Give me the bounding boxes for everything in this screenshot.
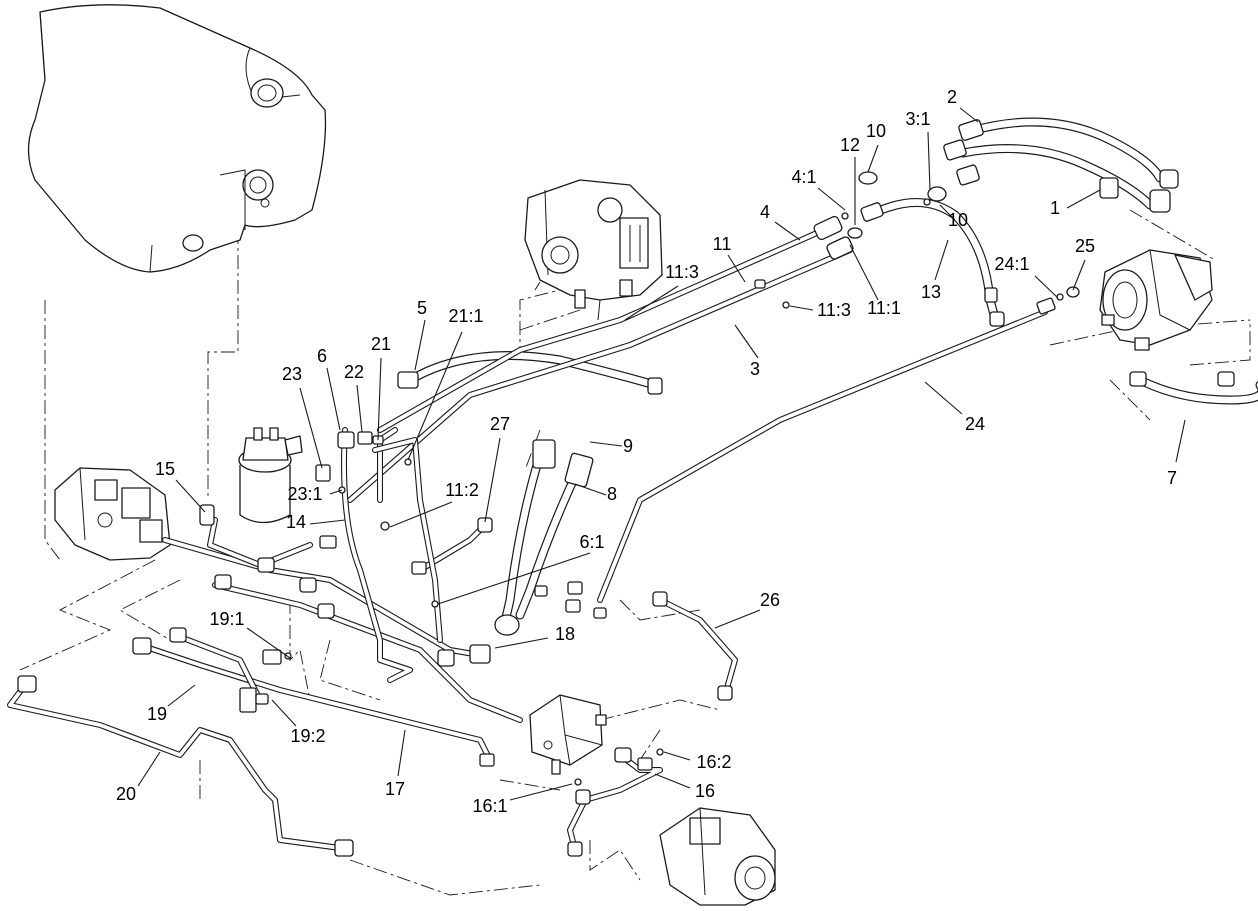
callout-label: 26 (760, 590, 780, 610)
callout-label: 3 (750, 359, 760, 379)
leader-line (789, 305, 814, 311)
callout-label: 11:3 (817, 300, 851, 320)
callout-label: 11:1 (867, 298, 901, 318)
callout-label: 14 (286, 512, 306, 532)
leader-line (389, 501, 453, 528)
leader-line (574, 483, 607, 496)
leader-line (509, 783, 573, 801)
callout-label: 15 (155, 459, 175, 479)
leader-line (959, 107, 979, 123)
leader-line (1072, 259, 1086, 291)
leader-line (934, 239, 949, 281)
leader-line (246, 627, 291, 659)
leader-line (437, 552, 591, 605)
reservoir-tank (27, 4, 327, 273)
fittings (17, 119, 1235, 857)
callout-label: 19:1 (209, 609, 244, 629)
leader-line (175, 479, 206, 513)
leader-line (867, 144, 879, 173)
callout-label: 16:2 (696, 752, 731, 772)
callout-label: 17 (385, 779, 405, 799)
hoses (405, 117, 1258, 627)
leader-line (817, 187, 846, 211)
leader-line (927, 131, 931, 191)
callout-label: 10 (948, 210, 968, 230)
callout-label: 23:1 (287, 484, 322, 504)
leader-line (624, 285, 679, 321)
callout-label: 24 (965, 414, 985, 434)
callout-label: 4 (760, 202, 770, 222)
leader-line (137, 751, 161, 787)
leader-line (167, 684, 196, 707)
leader-line (849, 244, 879, 301)
callout-label: 5 (417, 298, 427, 318)
leader-line (727, 254, 746, 283)
callout-label: 16:1 (472, 796, 507, 816)
leader-line (329, 489, 343, 495)
callout-label: 13 (921, 282, 941, 302)
leader-line (271, 699, 297, 727)
leader-line (924, 381, 963, 415)
callout-label: 25 (1075, 236, 1095, 256)
callout-label: 16 (695, 781, 715, 801)
callout-label: 6 (317, 346, 327, 366)
tubes (7, 222, 1048, 853)
leader-line (484, 437, 501, 523)
callout-label: 10 (866, 121, 886, 141)
leader-line (299, 387, 323, 469)
charge-pump-left (54, 467, 171, 561)
leader-line (663, 751, 691, 761)
callout-label: 1 (1050, 198, 1060, 218)
traction-pump-top (524, 179, 663, 321)
callout-label: 2 (947, 87, 957, 107)
leader-line (1175, 419, 1186, 463)
callout-label: 21:1 (448, 306, 483, 326)
leader-line (734, 324, 759, 359)
callout-label: 22 (344, 362, 364, 382)
callout-label: 18 (555, 624, 575, 644)
leader-line (414, 319, 426, 371)
assembly-guide-lines (19, 209, 1251, 896)
callout-label: 11:2 (445, 480, 479, 500)
hydraulic-motor-right (1099, 249, 1213, 351)
leader-line (326, 367, 341, 431)
leader-line (589, 441, 623, 447)
leader-line (714, 609, 761, 629)
callout-label: 19:2 (290, 726, 325, 746)
callout-label: 11 (713, 234, 732, 254)
callout-label: 11:3 (665, 262, 699, 282)
leader-line (356, 384, 363, 433)
callout-label: 4:1 (791, 167, 816, 187)
leader-line (407, 331, 463, 461)
leader-line (939, 204, 956, 221)
leader-line (397, 729, 406, 777)
callout-label: 24:1 (994, 254, 1029, 274)
valve-block (529, 694, 607, 775)
callout-label: 27 (490, 414, 510, 434)
callout-label: 6:1 (579, 532, 604, 552)
callout-labels: 1233:144:1566:178910101111:111:211:311:3… (116, 87, 1177, 816)
hydraulic-filter (238, 427, 303, 524)
leader-line (1066, 189, 1101, 209)
callout-label: 8 (607, 484, 617, 504)
leader-line (309, 519, 346, 525)
callout-label: 20 (116, 784, 136, 804)
callout-label: 7 (1167, 468, 1177, 488)
callout-label: 9 (623, 436, 633, 456)
callout-label: 12 (840, 135, 860, 155)
callout-label: 19 (147, 704, 167, 724)
leader-line (774, 221, 801, 241)
leader-line (377, 357, 382, 441)
leader-line (494, 637, 549, 649)
callout-label: 21 (371, 334, 391, 354)
leader-line (1034, 275, 1059, 299)
leader-line (654, 773, 691, 789)
callout-label: 3:1 (905, 109, 930, 129)
drive-pump-bottom (659, 807, 776, 906)
callout-label: 23 (282, 364, 302, 384)
callout-leaders (137, 107, 1186, 801)
